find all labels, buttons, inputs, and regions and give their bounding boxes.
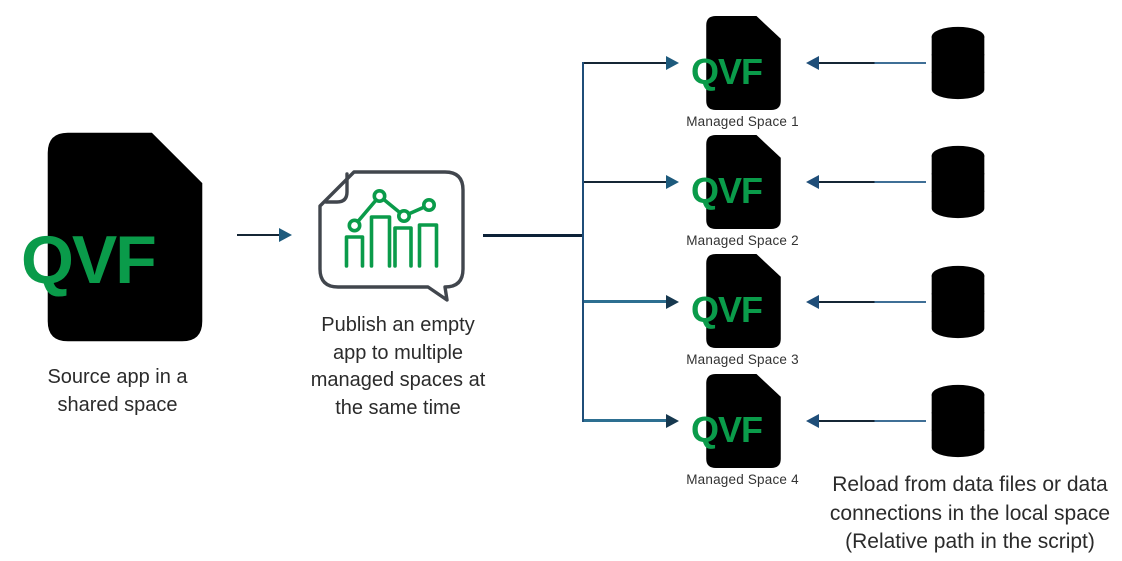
managed-space-caption: Managed Space 1	[686, 114, 799, 129]
reload-caption: Reload from data files or data connectio…	[829, 473, 1111, 553]
managed-space-caption: Managed Space 2	[686, 233, 799, 248]
arrow-source-to-publish-line	[237, 234, 279, 236]
qvf-label-source: QVF	[21, 222, 157, 298]
publish-bubble-chart-icon	[318, 170, 465, 302]
managed-space-3: QVF Managed Space 3	[662, 251, 823, 369]
database-icon-2	[931, 145, 985, 219]
branch-arrow-2-line	[584, 181, 667, 183]
reload-arrow-2-line	[819, 181, 926, 183]
source-caption: Source app in a shared space	[47, 366, 188, 416]
managed-space-4: QVF Managed Space 4	[662, 371, 823, 489]
arrow-right-icon	[279, 228, 292, 242]
branch-arrow-4-line	[584, 419, 667, 422]
reload-arrow-4-line	[819, 420, 926, 422]
managed-space-caption: Managed Space 4	[686, 472, 799, 487]
branch-arrow-4-head-icon	[666, 414, 679, 428]
managed-space-1: QVF Managed Space 1	[662, 13, 823, 131]
branch-arrow-1-head-icon	[666, 56, 679, 70]
connector-publish-to-junction	[483, 234, 584, 237]
junction-vertical-line	[582, 62, 584, 422]
reload-arrow-1-head-icon	[806, 56, 819, 70]
database-icon-4	[931, 384, 985, 458]
reload-arrow-1-line	[819, 62, 926, 64]
qvf-label: QVF	[691, 409, 763, 450]
qvf-label: QVF	[691, 289, 763, 330]
branch-arrow-1-line	[584, 62, 667, 64]
reload-arrow-2-head-icon	[806, 175, 819, 189]
managed-space-caption: Managed Space 3	[686, 352, 799, 367]
reload-arrow-3-head-icon	[806, 295, 819, 309]
reload-arrow-3-line	[819, 301, 926, 303]
publish-caption: Publish an empty app to multiple managed…	[310, 314, 486, 419]
database-icon-3	[931, 265, 985, 339]
managed-space-2: QVF Managed Space 2	[662, 132, 823, 250]
branch-arrow-2-head-icon	[666, 175, 679, 189]
qvf-label: QVF	[691, 51, 763, 92]
database-icon-1	[931, 26, 985, 100]
reload-arrow-4-head-icon	[806, 414, 819, 428]
branch-arrow-3-line	[584, 300, 667, 303]
qvf-label: QVF	[691, 170, 763, 211]
branch-arrow-3-head-icon	[666, 295, 679, 309]
